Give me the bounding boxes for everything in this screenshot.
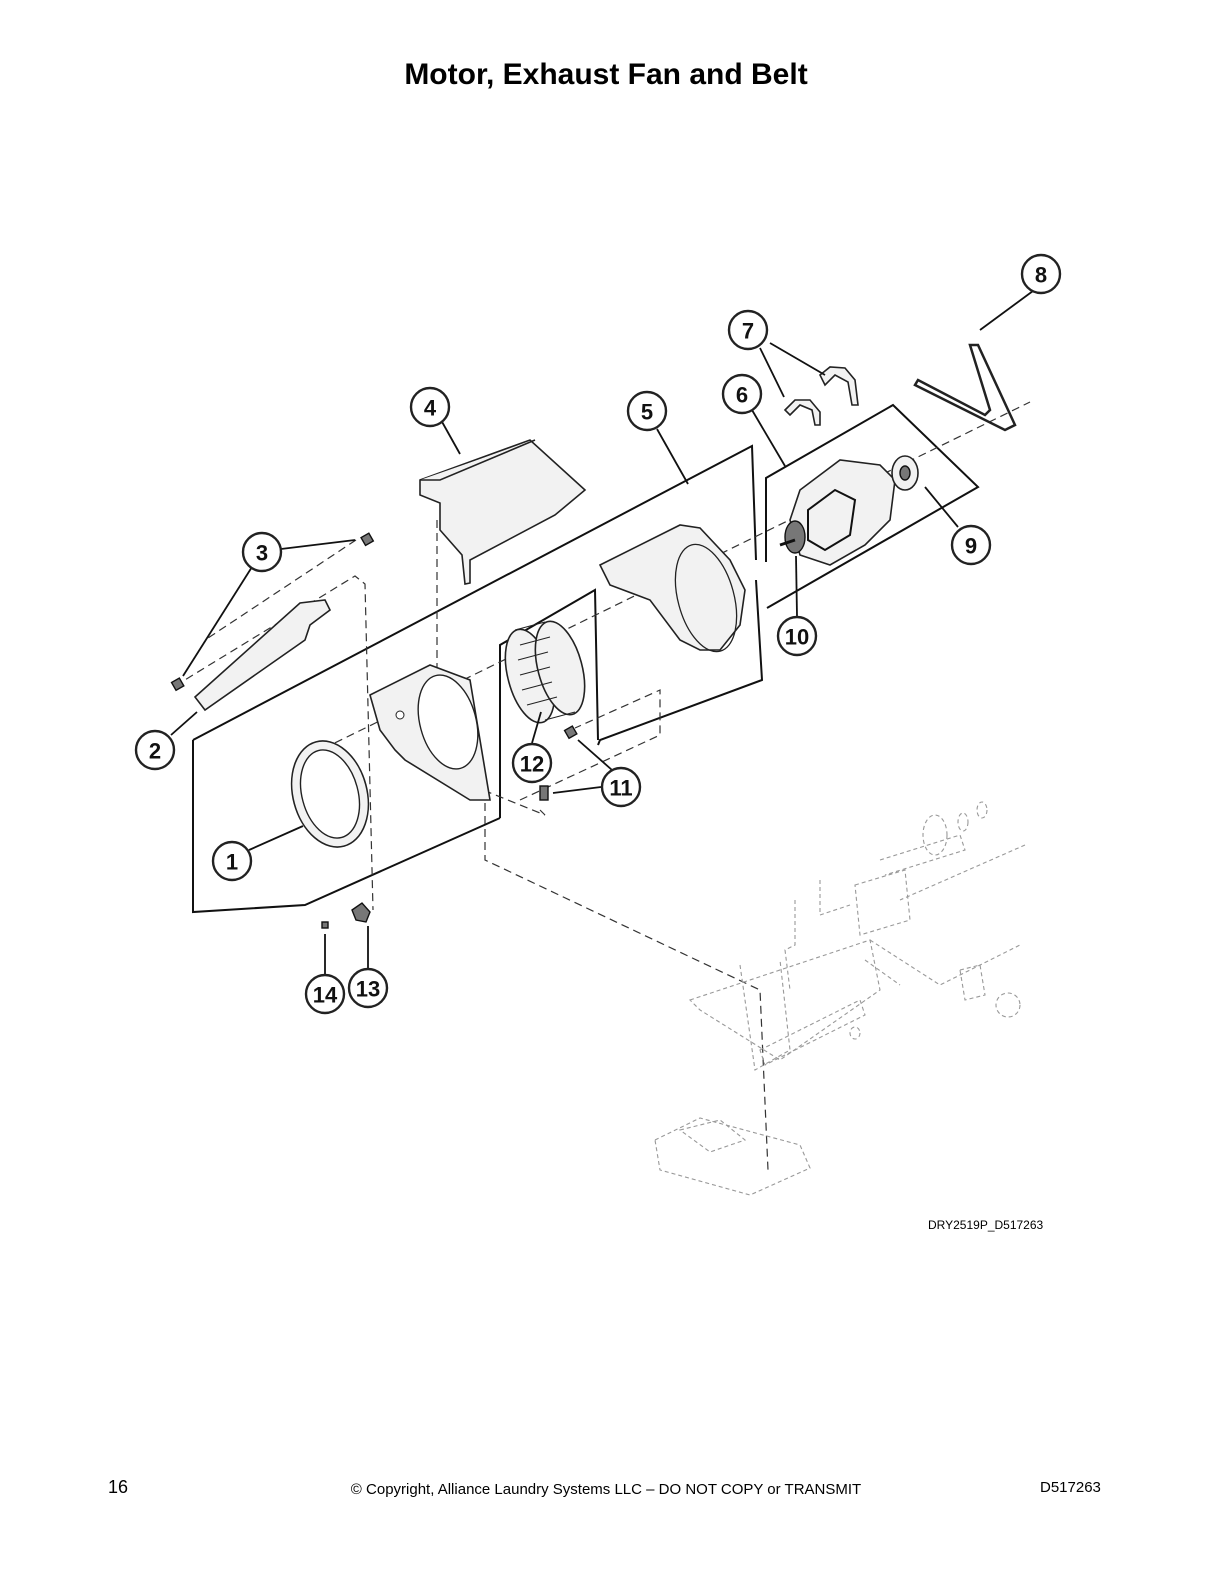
dash-line-fan — [519, 689, 661, 801]
part-motor — [779, 459, 896, 566]
dash-line-screw — [484, 790, 769, 1171]
callout-circle-9 — [950, 524, 992, 566]
part-shield — [193, 599, 332, 712]
base-frame-ghost — [654, 801, 1026, 1196]
dash-line-shield — [174, 575, 374, 911]
callout-label-14: 14 — [313, 983, 338, 1008]
callout-label-4: 4 — [424, 396, 437, 421]
callout-label-13: 13 — [356, 977, 380, 1002]
part-hood — [419, 439, 587, 585]
copyright-notice: © Copyright, Alliance Laundry Systems LL… — [350, 1481, 862, 1498]
callout-circle-13 — [347, 967, 389, 1009]
callout-circle-1 — [211, 840, 253, 882]
callout-circle-6 — [721, 373, 763, 415]
callout-label-5: 5 — [641, 400, 653, 425]
part-ring-seal — [290, 740, 370, 848]
page-title: Motor, Exhaust Fan and Belt — [404, 58, 808, 91]
callout-circle-4 — [409, 386, 451, 428]
callout-label-12: 12 — [520, 752, 544, 777]
callout-circle-8 — [1020, 253, 1062, 295]
part-fan-wheel — [504, 620, 586, 724]
callout-label-11: 11 — [609, 776, 632, 801]
callout-circle-11 — [600, 766, 642, 808]
callout-circle-7 — [727, 309, 769, 351]
panel-outline-5-bottom — [597, 579, 764, 746]
callout-label-3: 3 — [256, 541, 268, 566]
callout-label-6: 6 — [736, 383, 748, 408]
callout-circle-2 — [134, 729, 176, 771]
callout-circle-14 — [304, 973, 346, 1015]
panel-outline-front — [192, 740, 501, 914]
dash-line-hood — [204, 539, 357, 641]
dash-line-base — [482, 789, 546, 816]
page-number: 16 — [108, 1477, 129, 1497]
part-screws-3 — [170, 532, 375, 692]
callout-label-7: 7 — [742, 319, 754, 344]
drawing-code: DRY2519P_D517263 — [928, 1218, 1044, 1232]
callout-label-1: 1 — [226, 850, 238, 875]
part-switch-13 — [351, 902, 371, 923]
document-code: D517263 — [1040, 1479, 1101, 1496]
panel-outline-5 — [192, 444, 757, 741]
part-fan-housing-rear — [598, 524, 746, 653]
callout-circle-10 — [776, 615, 818, 657]
callout-label-8: 8 — [1035, 263, 1047, 288]
part-belt — [913, 343, 1017, 432]
callout-circle-12 — [511, 742, 553, 784]
callout-label-9: 9 — [965, 534, 977, 559]
callout-label-10: 10 — [785, 625, 809, 650]
callout-circle-3 — [241, 531, 283, 573]
part-fan-housing-front — [369, 664, 491, 801]
panel-outline-6 — [765, 403, 980, 609]
callout-leaders — [170, 287, 1038, 975]
part-screws-11 — [539, 725, 578, 801]
part-motor-clamps — [783, 366, 859, 426]
part-screw-14 — [321, 921, 329, 929]
part-pulley — [891, 455, 919, 491]
callout-label-2: 2 — [149, 739, 161, 764]
panel-outline-12 — [499, 588, 599, 818]
callout-circle-5 — [626, 390, 668, 432]
